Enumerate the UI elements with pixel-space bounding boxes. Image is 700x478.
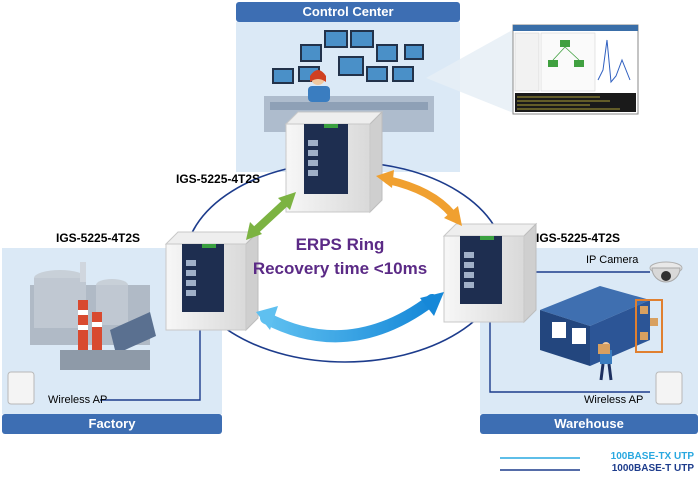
factory-illustration [30,262,156,370]
orange-ring-arrow [376,170,462,226]
switch-right-icon [442,222,538,324]
blue-ring-arrow [256,292,444,343]
factory-title: Factory [88,416,136,431]
warehouse-illustration [540,286,663,381]
wireless-ap-right-label: Wireless AP [584,394,644,406]
ip-camera-icon [649,261,683,283]
wireless-ap-left-label: Wireless AP [48,394,108,406]
switch-top-label: IGS-5225-4T2S [176,172,261,186]
wireless-ap-right-icon [655,371,683,405]
ring-title: ERPS Ring [295,235,385,254]
legend-tx-label: 100BASE-TX UTP [610,451,694,462]
switch-left-icon [164,230,260,332]
switch-right-label: IGS-5225-4T2S [536,231,621,245]
legend-t-label: 1000BASE-T UTP [611,463,694,474]
control-center-title: Control Center [302,4,394,19]
warehouse-title: Warehouse [554,416,624,431]
switch-top-icon [284,110,384,214]
green-ring-arrow [246,192,296,240]
ring-recovery-time: Recovery time <10ms [252,259,428,278]
ip-camera-label: IP Camera [586,254,639,266]
monitoring-software-screenshot [426,24,639,115]
wireless-ap-left-icon [7,371,35,405]
switch-left-label: IGS-5225-4T2S [56,231,141,245]
uplink-lines [100,271,650,401]
